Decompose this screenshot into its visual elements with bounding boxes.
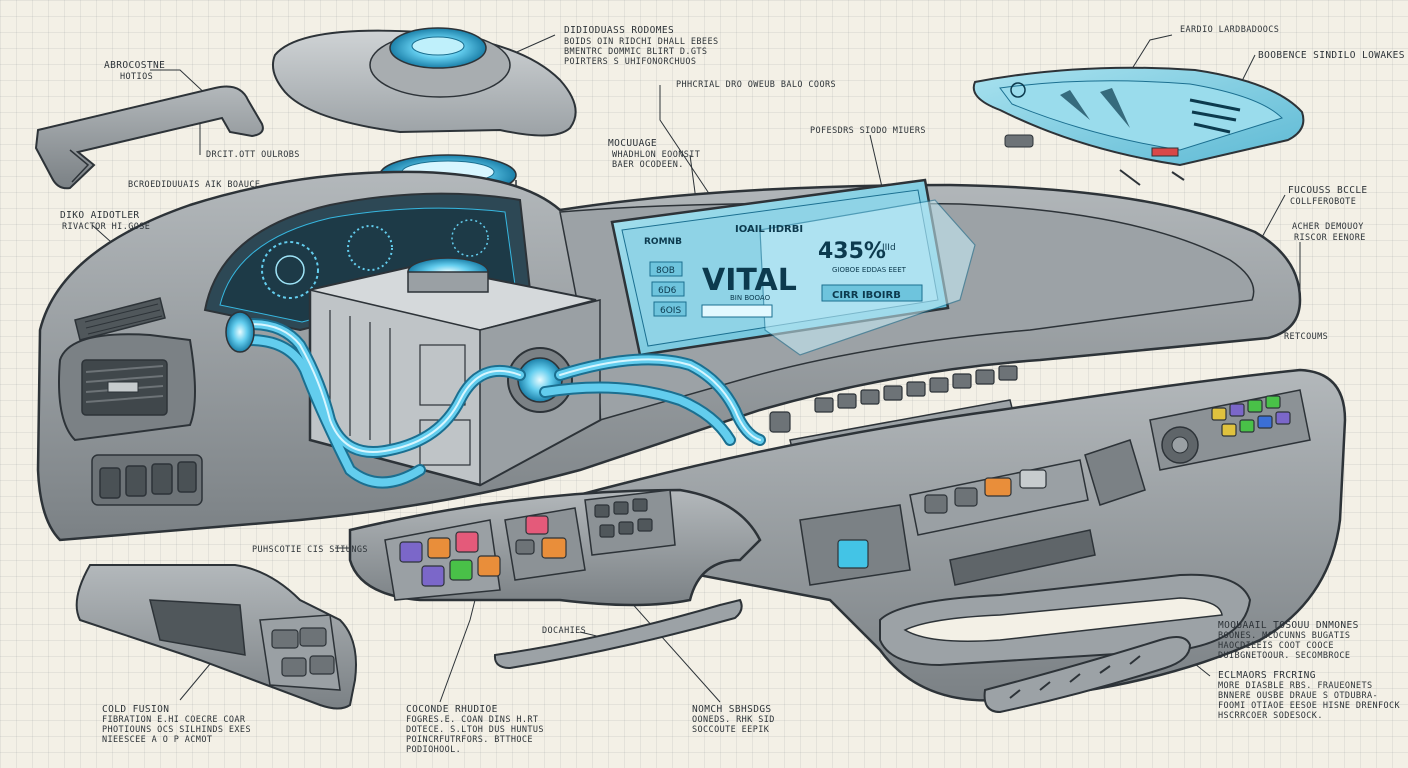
label-top-left-sub: HOTIOS [120,72,154,82]
toggle-button-icon [271,627,335,677]
label-bottom-center-main: NOMCH SBHSDGS [692,704,772,715]
trim-strip-part [983,635,1192,714]
label-right-mid-sub: RISCOR EENORE [1294,233,1366,243]
display-left-header: ROMNB [644,237,682,247]
toggle-panel-part [75,564,357,710]
label-console-callout: PUHSCOTIE CIS SIIUNGS [252,545,368,555]
label-module-sub: WHADHLON EOONSIT BAER OCODEEN. [612,150,701,170]
display-center-header: IOAIL IIDRBI [735,224,803,235]
label-bottom-left-sub: FIBRATION E.HI COECRE COAR PHOTIOUNS OCS… [102,715,251,745]
holo-panel-part [972,66,1305,186]
right-door-panel [557,368,1347,702]
holo-display: ROMNB 8OB 6D6 6OIS IOAIL IIDRBI VITAL 43… [610,178,976,357]
label-module-main: MOCUUAGE [608,138,657,149]
label-top-right-1: EARDIO LARDBADOOCS [1180,25,1280,35]
label-bottom-right-2-sub: MORE DIASBLE RBS. FRAUEONETS BNNERE OUSB… [1218,681,1401,721]
dome-cap-part [272,27,577,137]
display-sub-caption: GIOBOE EDDAS EEET [832,266,907,274]
label-top-left-main: ABROCOSTNE [104,60,166,71]
glowing-cables [225,311,766,489]
label-display-callout: POFESDRS SIODO MIUERS [810,126,926,136]
fusion-core-module [308,257,602,487]
label-handle-callout: DRCIT.OTT OULROBS [206,150,300,160]
label-right-upper-main: FUCOUSS BCCLE [1288,185,1368,196]
display-readout: 435% [818,239,886,264]
handle-bar-part [493,598,743,670]
display-code-line: CIRR IBOIRB [832,290,901,301]
label-top-middle-upper: PHHCRIAL DRO OWEUB BALO COORS [676,80,837,90]
label-bottom-center-sub: OONEDS. RHK SID SOCCOUTE EEPIK [692,715,775,735]
grab-handle-part [34,85,264,190]
label-bottom-mid-main: COCONDE RHUDIOE [406,704,498,715]
label-right-low: RETCOUMS [1284,332,1329,342]
display-row-3: 6OIS [660,306,681,316]
display-row-1: 8OB [656,266,675,276]
label-bottom-mid-sub: FOGRES.E. COAN DINS H.RT DOTECE. S.LTOH … [406,715,544,755]
label-top-center-main: DIDIODUASS RODOMES [564,25,675,36]
display-row-2: 6D6 [658,286,677,296]
display-big-word: VITAL [702,263,797,298]
display-readout-unit: IIId [882,243,896,253]
label-bottom-right-1-sub: BOONES. MCOCUNNS BUGATIS HAOCDIEEIS COOT… [1218,631,1351,661]
label-under-handle: BCROEDIDUUAIS AIK BOAUCE [128,180,261,190]
label-handle-bar-callout: DOCAHIES [542,626,587,636]
label-bottom-right-1-main: MOOUAAIL TOSOUU DNMONES [1218,620,1359,631]
label-left-mid-sub: RIVACTOR HI.GOSE [62,222,151,232]
label-right-mid-main: ACHER DEMOUOY [1292,222,1364,232]
label-right-upper-sub: COLLFEROBOTE [1290,197,1357,207]
label-top-right-2: BOOBENCE SINDILO LOWAKES [1258,50,1405,61]
label-bottom-right-2-main: ECLMAORS FRCRING [1218,670,1316,681]
display-small-left: BIN BOOAO [730,294,771,302]
label-top-center-sub: BOIDS OIN RIDCHI DHALL EBEES BMENTRC DOM… [564,37,719,67]
label-bottom-left-main: COLD FUSION [102,704,170,715]
center-console [348,488,762,607]
label-left-mid-main: DIKO AIDOTLER [60,210,140,221]
